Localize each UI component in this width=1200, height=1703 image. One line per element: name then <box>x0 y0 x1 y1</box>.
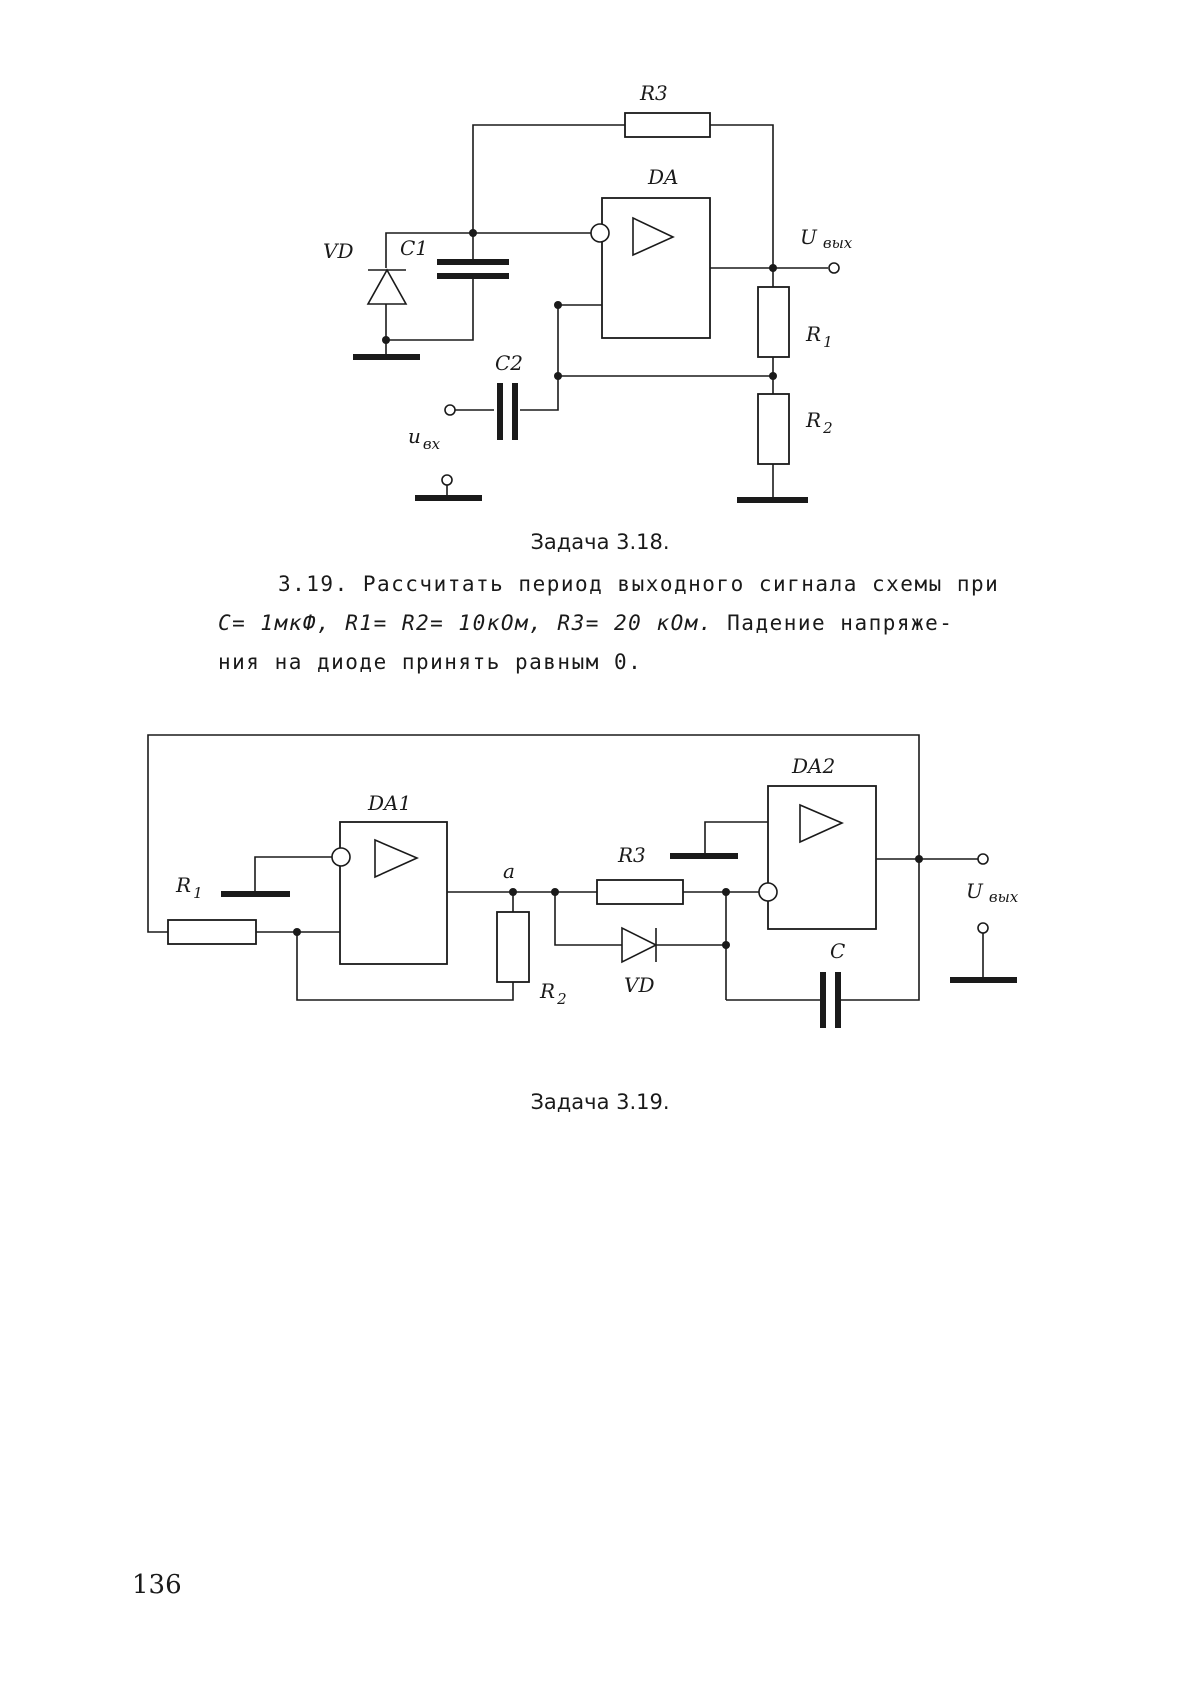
resistor-r1 <box>167 919 257 945</box>
inverting-input-icon <box>590 223 610 243</box>
output-terminal-icon <box>828 262 840 274</box>
problem-text: 3.19. Рассчитать период выходного сигнал… <box>218 565 1063 682</box>
problem-line-1: 3.19. Рассчитать период выходного сигнал… <box>278 572 1000 596</box>
label-r3: R3 <box>639 81 668 105</box>
da2-inverting-input-icon <box>758 882 778 902</box>
page-number: 136 <box>132 1570 182 1600</box>
output-ground-terminal-icon <box>977 922 989 934</box>
resistor-r3 <box>624 112 711 138</box>
opamp-da2-triangle-icon <box>799 803 844 844</box>
problem-line-2: C= 1мкФ, R1= R2= 10кОм, R3= 20 кОм. Паде… <box>218 611 954 635</box>
opamp-da1-triangle-icon <box>374 838 419 879</box>
figure-caption-3-19: Задача 3.19. <box>530 1090 670 1114</box>
input-terminal-icon <box>444 404 456 416</box>
label-node-a: a <box>503 859 515 883</box>
opamp-da1 <box>339 821 448 965</box>
resistor-r1 <box>757 286 790 358</box>
problem-line-3: ния на диоде принять равным 0. <box>218 650 643 674</box>
label-vd: VD <box>323 239 353 263</box>
problem-params: C= 1мкФ, R1= R2= 10кОм, R3= 20 кОм. <box>218 611 714 635</box>
label-c1: C1 <box>400 236 428 260</box>
opamp-triangle-icon <box>632 216 675 257</box>
label-r3: R3 <box>617 843 646 867</box>
resistor-r2 <box>496 911 530 983</box>
label-c: C <box>830 939 845 963</box>
label-da1: DA1 <box>367 791 411 815</box>
opamp-da <box>601 197 711 339</box>
resistor-r3 <box>596 879 684 905</box>
label-da: DA <box>647 165 678 189</box>
label-vd: VD <box>624 973 654 997</box>
da1-inverting-input-icon <box>331 847 351 867</box>
label-c2: C2 <box>495 351 523 375</box>
resistor-r2 <box>757 393 790 465</box>
input-ground-terminal-icon <box>441 474 453 486</box>
figure-caption-3-18: Задача 3.18. <box>530 530 670 554</box>
diode-vd <box>366 268 408 340</box>
output-terminal-icon <box>977 853 989 865</box>
diode-vd <box>621 926 658 964</box>
opamp-da2 <box>767 785 877 930</box>
label-da2: DA2 <box>791 754 835 778</box>
